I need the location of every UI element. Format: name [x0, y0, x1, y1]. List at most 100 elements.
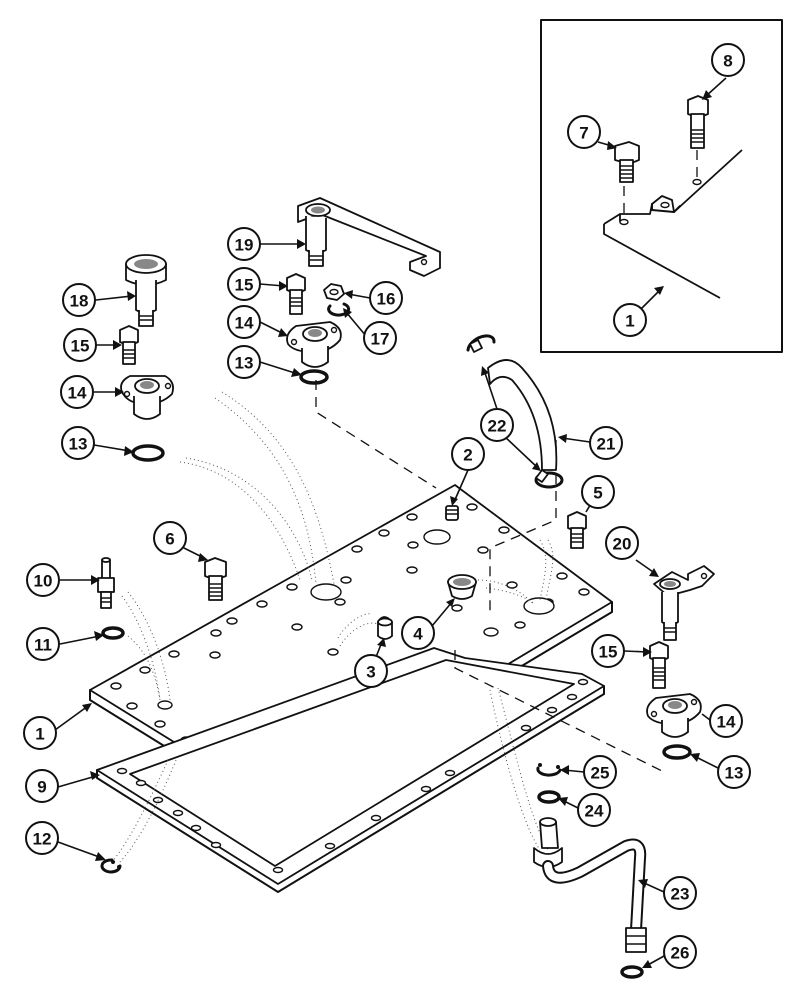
callout-19: 19: [227, 227, 261, 261]
svg-text:11: 11: [34, 636, 52, 655]
assembly-guide-lines: [111, 380, 665, 863]
tube-icon: [533, 817, 647, 953]
svg-text:19: 19: [235, 236, 254, 255]
callout-20: 20: [605, 526, 639, 560]
o-ring-icon: [662, 744, 692, 760]
svg-text:14: 14: [235, 314, 254, 333]
svg-text:23: 23: [671, 885, 690, 904]
callout-14-a: 14: [60, 375, 94, 409]
svg-text:10: 10: [34, 572, 53, 591]
callout-8: 8: [711, 43, 745, 77]
o-ring-icon: [299, 369, 329, 385]
callout-21: 21: [589, 426, 623, 460]
callout-22-a: 22: [480, 408, 514, 442]
callout-9: 9: [25, 769, 59, 803]
svg-text:14: 14: [717, 713, 736, 732]
callout-3: 3: [354, 654, 388, 688]
svg-text:25: 25: [591, 764, 610, 783]
o-ring-icon: [131, 444, 165, 462]
callout-13-a: 13: [61, 426, 95, 460]
svg-text:12: 12: [33, 830, 52, 849]
o-ring-icon: [101, 626, 125, 640]
lever-shaft-icon: [297, 197, 441, 277]
callout-6: 6: [153, 521, 187, 555]
callout-15-c: 15: [591, 634, 625, 668]
svg-text:1: 1: [35, 725, 44, 744]
hose-icon: [487, 359, 558, 471]
callout-18: 18: [62, 283, 96, 317]
svg-text:20: 20: [613, 535, 632, 554]
callout-25: 25: [583, 755, 617, 789]
callout-24: 24: [577, 793, 611, 827]
svg-text:24: 24: [585, 802, 604, 821]
callout-15-a: 15: [63, 328, 97, 362]
callout-12: 12: [25, 821, 59, 855]
flange-housing-icon: [646, 693, 702, 738]
callout-10: 10: [26, 563, 60, 597]
callout-23: 23: [663, 876, 697, 910]
svg-text:8: 8: [723, 52, 732, 71]
hose-clamp-icon: [534, 469, 564, 489]
svg-text:6: 6: [165, 530, 174, 549]
shaft-icon: [125, 254, 167, 327]
callout-16: 16: [369, 281, 403, 315]
svg-text:2: 2: [463, 446, 472, 465]
callout-14-b: 14: [227, 305, 261, 339]
svg-text:7: 7: [579, 124, 588, 143]
callout-5: 5: [581, 475, 615, 509]
bolt-icon: [204, 557, 227, 601]
svg-text:26: 26: [671, 944, 690, 963]
svg-text:13: 13: [69, 435, 88, 454]
o-ring-icon: [537, 790, 561, 804]
svg-text:22: 22: [488, 417, 507, 436]
callout-17: 17: [363, 321, 397, 355]
callout-13-c: 13: [717, 755, 751, 789]
callout-1: 1: [23, 716, 57, 750]
flange-housing-icon: [286, 321, 342, 368]
svg-text:15: 15: [599, 643, 618, 662]
o-ring-icon: [620, 965, 644, 979]
callouts: 1 1 2 3 4 5 6 7 8 9 10 11 12 13 13 13 14…: [23, 43, 751, 969]
clip-icon: [100, 858, 122, 874]
cap-icon: [447, 574, 477, 600]
clip-icon: [536, 763, 562, 777]
svg-text:3: 3: [366, 663, 375, 682]
svg-text:13: 13: [235, 354, 254, 373]
washer-icon: [327, 302, 351, 317]
callout-15-b: 15: [227, 267, 261, 301]
svg-text:1: 1: [625, 312, 634, 331]
bolt-long-icon: [687, 95, 709, 149]
svg-text:4: 4: [413, 625, 423, 644]
callout-7: 7: [567, 115, 601, 149]
plug-icon: [445, 505, 459, 521]
svg-text:16: 16: [377, 290, 396, 309]
bolt-short-icon: [614, 141, 640, 183]
nut-icon: [323, 283, 345, 301]
callout-13-b: 13: [227, 345, 261, 379]
svg-text:5: 5: [593, 484, 602, 503]
callout-26: 26: [663, 935, 697, 969]
svg-text:17: 17: [371, 330, 390, 349]
cover-plate: [89, 484, 613, 815]
svg-text:18: 18: [70, 292, 89, 311]
bolt-icon: [119, 325, 139, 365]
callout-14-c: 14: [709, 704, 743, 738]
svg-text:15: 15: [235, 276, 254, 295]
bolt-icon: [567, 511, 587, 549]
cap-plug-icon: [377, 616, 393, 640]
callout-2: 2: [451, 437, 485, 471]
bolt-icon: [649, 641, 669, 689]
callout-4: 4: [401, 616, 435, 650]
breather-fitting-icon: [97, 557, 115, 609]
svg-text:13: 13: [725, 764, 744, 783]
svg-text:14: 14: [68, 384, 87, 403]
detail-inset: [540, 19, 783, 353]
svg-text:15: 15: [71, 337, 90, 356]
svg-text:21: 21: [597, 435, 616, 454]
flange-housing-icon: [120, 375, 174, 420]
svg-text:9: 9: [37, 778, 46, 797]
leader-lines: [54, 77, 727, 968]
bracket-shaft-icon: [653, 565, 715, 641]
bolt-icon: [286, 273, 306, 315]
